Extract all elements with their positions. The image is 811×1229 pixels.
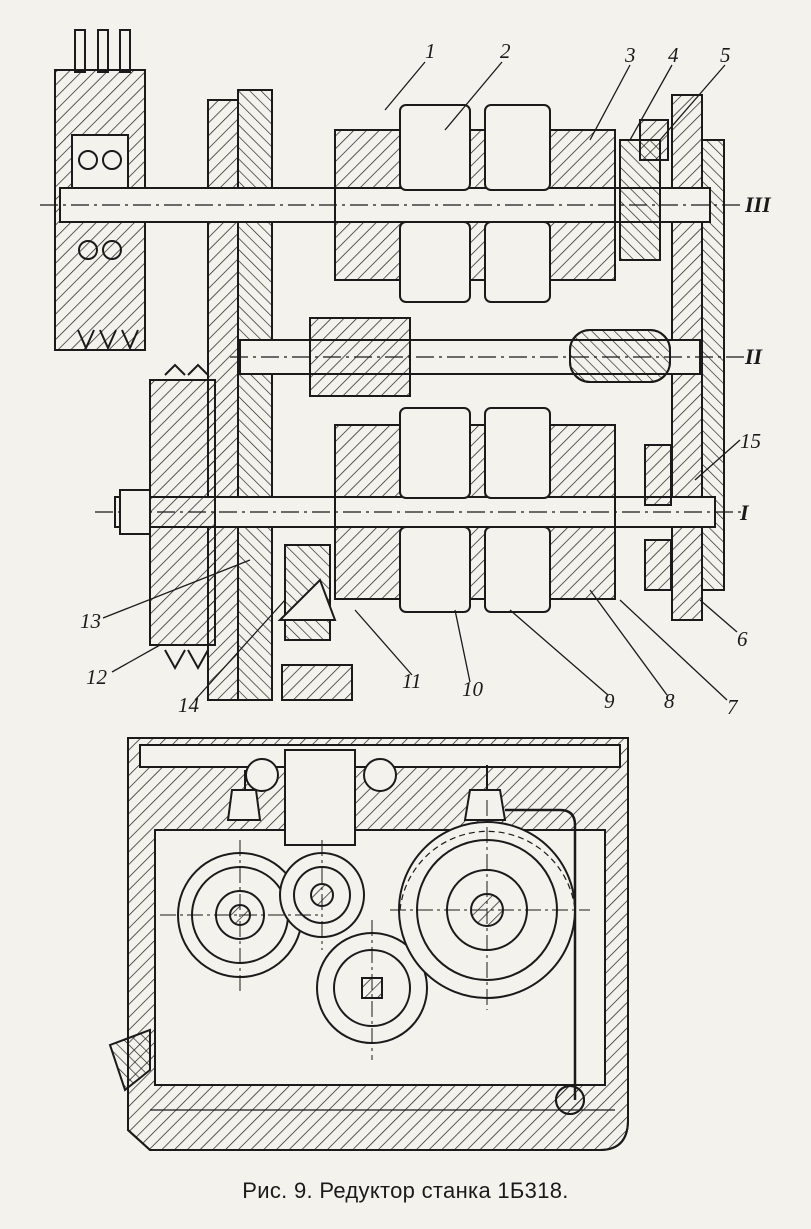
right-end-fittings xyxy=(639,119,672,591)
callout-9: 9 xyxy=(604,689,615,713)
callout-15: 15 xyxy=(740,429,761,453)
callout-12: 12 xyxy=(86,665,108,689)
callout-numbers: 1 2 3 4 5 6 7 8 9 10 11 12 13 14 15 xyxy=(80,39,761,719)
callout-7: 7 xyxy=(727,695,739,719)
cross-section-fittings xyxy=(226,749,585,1115)
shaft-label-II: II xyxy=(744,344,764,369)
callout-3: 3 xyxy=(624,43,636,67)
shaft-label-III: III xyxy=(744,192,772,217)
callout-13: 13 xyxy=(80,609,101,633)
callout-5: 5 xyxy=(720,43,731,67)
callout-1: 1 xyxy=(425,39,436,63)
shaft-label-I: I xyxy=(739,500,750,525)
cross-section-gears xyxy=(177,821,576,1044)
shaft-III-gear-block xyxy=(334,104,661,303)
housing-left-wall xyxy=(207,89,273,701)
callout-10: 10 xyxy=(462,677,484,701)
callout-4: 4 xyxy=(668,43,679,67)
v-belt-pulley xyxy=(119,363,216,671)
bevel-gear-pair xyxy=(277,544,353,701)
callout-8: 8 xyxy=(664,689,675,713)
cross-section-centerlines xyxy=(160,800,590,1060)
callout-2: 2 xyxy=(500,39,511,63)
callout-14: 14 xyxy=(178,693,200,717)
shaft-III xyxy=(40,187,745,223)
figure-caption: Рис. 9. Редуктор станка 1Б318. xyxy=(242,1178,569,1203)
callout-leaders xyxy=(102,61,741,701)
callout-11: 11 xyxy=(402,669,421,693)
shaft-I-gear-block xyxy=(334,407,616,613)
longitudinal-section: III II I xyxy=(40,29,772,701)
callout-6: 6 xyxy=(737,627,748,651)
cross-section xyxy=(108,737,629,1151)
shaft-II xyxy=(230,317,745,397)
